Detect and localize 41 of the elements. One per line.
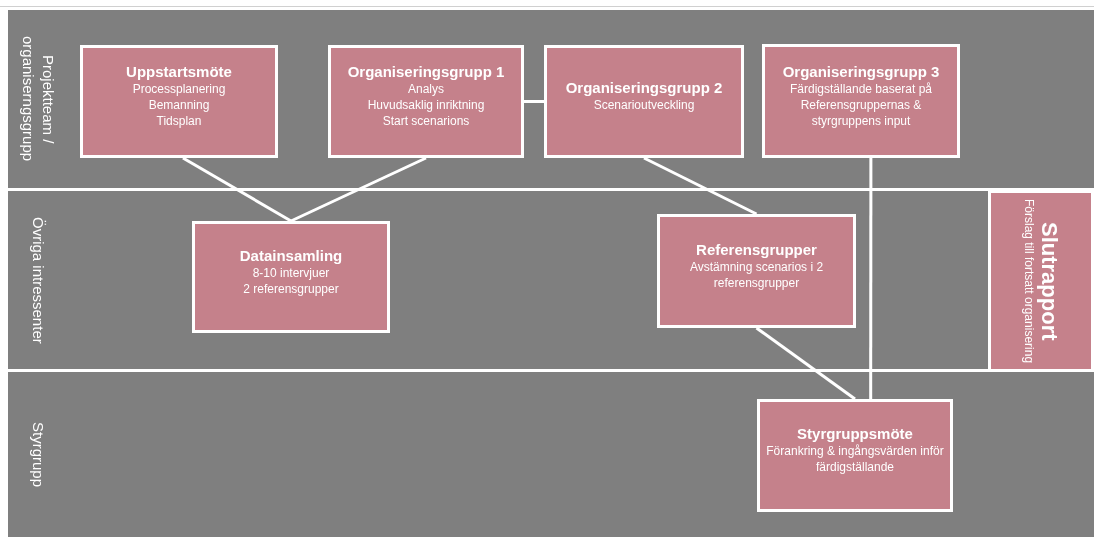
box-title: Datainsamling — [239, 245, 343, 265]
box-title: Organiseringsgrupp 2 — [565, 78, 723, 97]
box-title: Slutrapport — [1035, 221, 1062, 341]
box-title: Styrgruppsmöte — [797, 424, 913, 443]
process-box — [762, 44, 960, 158]
box-text: 2 referensgrupper — [243, 280, 339, 297]
connector-line — [182, 156, 292, 223]
box-text: Processplanering — [132, 81, 226, 97]
box-title: Organiseringsgrupp 1 — [347, 62, 505, 81]
connector-line — [643, 156, 758, 216]
lane-label: Styrgrupp — [29, 421, 48, 487]
process-box — [328, 45, 524, 158]
box-text: Bemanning — [148, 97, 210, 113]
connector-line — [290, 156, 427, 223]
process-box — [544, 45, 744, 158]
box-title: Uppstartsmöte — [126, 62, 232, 81]
box-text: Analys — [408, 81, 444, 97]
connector-line — [524, 100, 544, 103]
lane-label: Övriga intressenter — [29, 216, 48, 344]
box-title: Referensgrupper — [696, 239, 817, 259]
report-box — [988, 190, 1094, 372]
box-text: Förankring & ingångsvärden inför färdigställande — [765, 443, 945, 475]
connector-line — [755, 326, 856, 401]
swimlane-band — [8, 10, 1094, 191]
box-text: Förslag till fortsatt organisering — [1020, 198, 1036, 364]
connector-line — [869, 158, 873, 399]
box-text: Start scenarions — [382, 113, 470, 129]
process-box — [192, 221, 390, 333]
box-text: Avstämning scenarios i 2 referensgrupper — [688, 258, 825, 291]
lane-label: Projektteam / organiserngsgrupp — [19, 35, 58, 164]
swimlane-band — [8, 191, 1094, 372]
process-box — [757, 399, 953, 512]
swimlane-band — [8, 372, 1094, 540]
process-box — [657, 214, 856, 328]
box-text: 8-10 intervjuer — [252, 264, 330, 281]
box-text: Huvudsaklig inriktning — [367, 97, 485, 113]
box-text: Färdigställande baserat på Referensgruppernas & styrgruppens input — [788, 80, 934, 129]
box-text: Scenarioutveckling — [593, 97, 695, 113]
box-title: Organiseringsgrupp 3 — [782, 61, 940, 81]
box-text: Tidsplan — [156, 113, 202, 129]
process-box — [80, 45, 278, 158]
